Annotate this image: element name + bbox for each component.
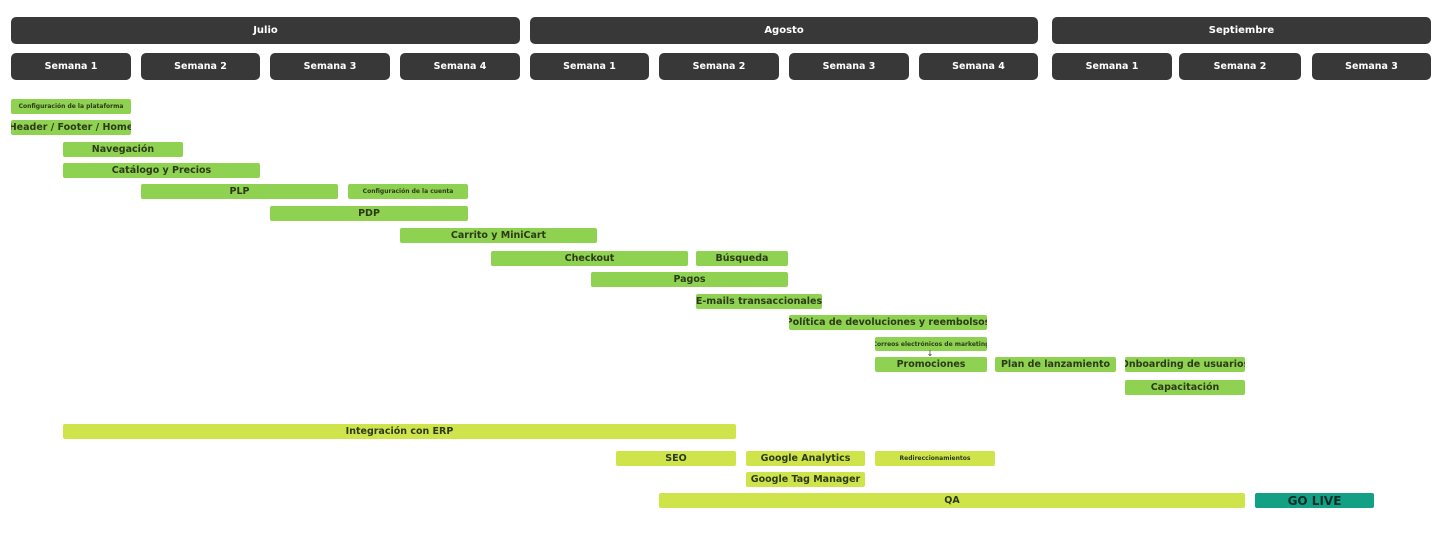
month-header-julio: Julio [11,17,520,44]
task-bar[interactable]: SEO [616,451,736,466]
task-bar[interactable]: Capacitación [1125,380,1245,395]
task-bar[interactable]: E-mails transaccionales [696,294,822,309]
month-header-septiembre: Septiembre [1052,17,1431,44]
go-live-milestone[interactable]: GO LIVE [1255,493,1374,508]
week-header: Semana 1 [1052,53,1172,80]
week-header: Semana 4 [400,53,520,80]
week-header: Semana 3 [789,53,909,80]
task-bar[interactable]: Redireccionamientos [875,451,995,466]
task-bar[interactable]: Pagos [591,272,788,287]
task-bar[interactable]: Política de devoluciones y reembolsos [789,315,987,330]
task-bar[interactable]: Catálogo y Precios [63,163,260,178]
task-bar[interactable]: Configuración de la cuenta [348,184,468,199]
task-bar[interactable]: Onboarding de usuarios [1125,357,1245,372]
task-bar[interactable]: Carrito y MiniCart [400,228,597,243]
task-bar[interactable]: Configuración de la plataforma [11,99,131,114]
week-header: Semana 1 [530,53,649,80]
week-header: Semana 4 [919,53,1038,80]
week-header: Semana 2 [1179,53,1301,80]
task-bar[interactable]: QA [659,493,1245,508]
week-header: Semana 3 [270,53,390,80]
month-header-agosto: Agosto [530,17,1038,44]
task-bar[interactable]: Integración con ERP [63,424,736,439]
week-header: Semana 1 [11,53,131,80]
task-bar[interactable]: Búsqueda [696,251,788,266]
task-bar[interactable]: Plan de lanzamiento [995,357,1116,372]
week-header: Semana 2 [141,53,260,80]
task-bar[interactable]: Google Tag Manager [746,472,865,487]
task-bar[interactable]: PLP [141,184,338,199]
week-header: Semana 3 [1312,53,1431,80]
week-header: Semana 2 [659,53,779,80]
task-bar[interactable]: Promociones [875,357,987,372]
task-bar[interactable]: PDP [270,206,468,221]
task-bar[interactable]: Correos electrónicos de marketing [875,337,987,351]
task-bar[interactable]: Checkout [491,251,688,266]
arrow-down-icon: ↓ [926,349,934,358]
task-bar[interactable]: Navegación [63,142,183,157]
task-bar[interactable]: Header / Footer / Home [11,120,131,135]
task-bar[interactable]: Google Analytics [746,451,865,466]
